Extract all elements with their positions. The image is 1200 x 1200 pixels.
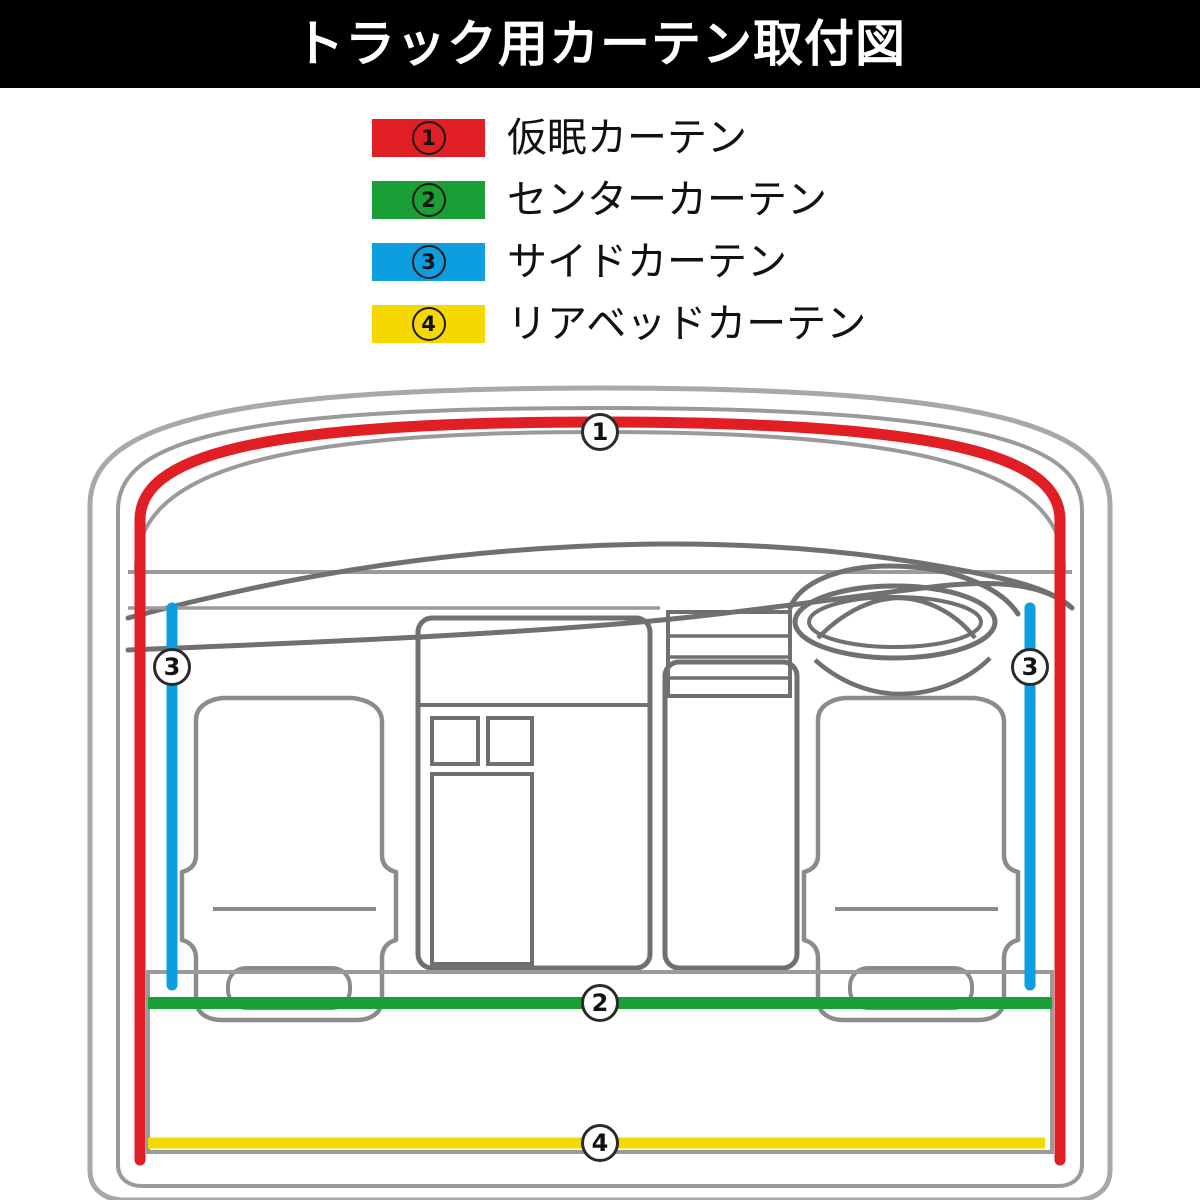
steering-column-shroud-path [813,656,992,697]
legend-item-3: 3 サイドカーテン [372,236,992,288]
legend-swatch-red: 1 [372,119,485,157]
steering-wheel-outer [792,583,998,661]
legend-marker-2: 2 [411,183,446,217]
callout-badge-1: 1 [581,413,619,451]
legend-label-1: 仮眠カーテン [507,115,747,161]
callout-badge-3-left: 3 [153,648,191,686]
dashboard-top-contour-path [125,541,1075,621]
cabin-diagram: 1 3 3 2 4 [0,360,1200,1200]
legend-item-1: 1 仮眠カーテン [372,112,992,164]
legend-marker-3: 3 [411,245,446,279]
legend-marker-1: 1 [411,121,446,155]
callout-badge-4: 4 [581,1124,619,1162]
console-button-right [486,716,534,766]
console-right-column-rect [662,659,800,971]
legend-label-3: サイドカーテン [507,239,787,285]
page-title: トラック用カーテン取付図 [294,15,906,73]
console-button-left [430,716,480,766]
legend-item-2: 2 センターカーテン [372,174,992,226]
legend-swatch-blue: 3 [372,243,485,281]
legend-label-2: センターカーテン [507,177,827,223]
console-storage-slot [430,772,534,966]
dash-vent-block [666,610,792,698]
instrument-binnacle-path [787,563,1021,617]
callout-badge-3-right: 3 [1011,648,1049,686]
cabin-inner-shell-path [116,406,1084,1188]
legend-swatch-green: 2 [372,181,485,219]
callout-badge-2: 2 [581,984,619,1022]
legend-marker-4: 4 [411,307,446,341]
steering-wheel-spoke-path [816,595,977,640]
console-left-main-rect [415,615,653,971]
legend-label-4: リアベッドカーテン [507,301,867,347]
legend-swatch-yellow: 4 [372,305,485,343]
legend-item-4: 4 リアベッドカーテン [372,298,992,350]
title-banner: トラック用カーテン取付図 [0,0,1200,88]
rear-bed-box-path [146,970,1054,1154]
cabin-diagram-svg [87,385,1113,1200]
legend: 1 仮眠カーテン 2 センターカーテン 3 サイドカーテン 4 リアベッドカーテ… [372,112,992,360]
